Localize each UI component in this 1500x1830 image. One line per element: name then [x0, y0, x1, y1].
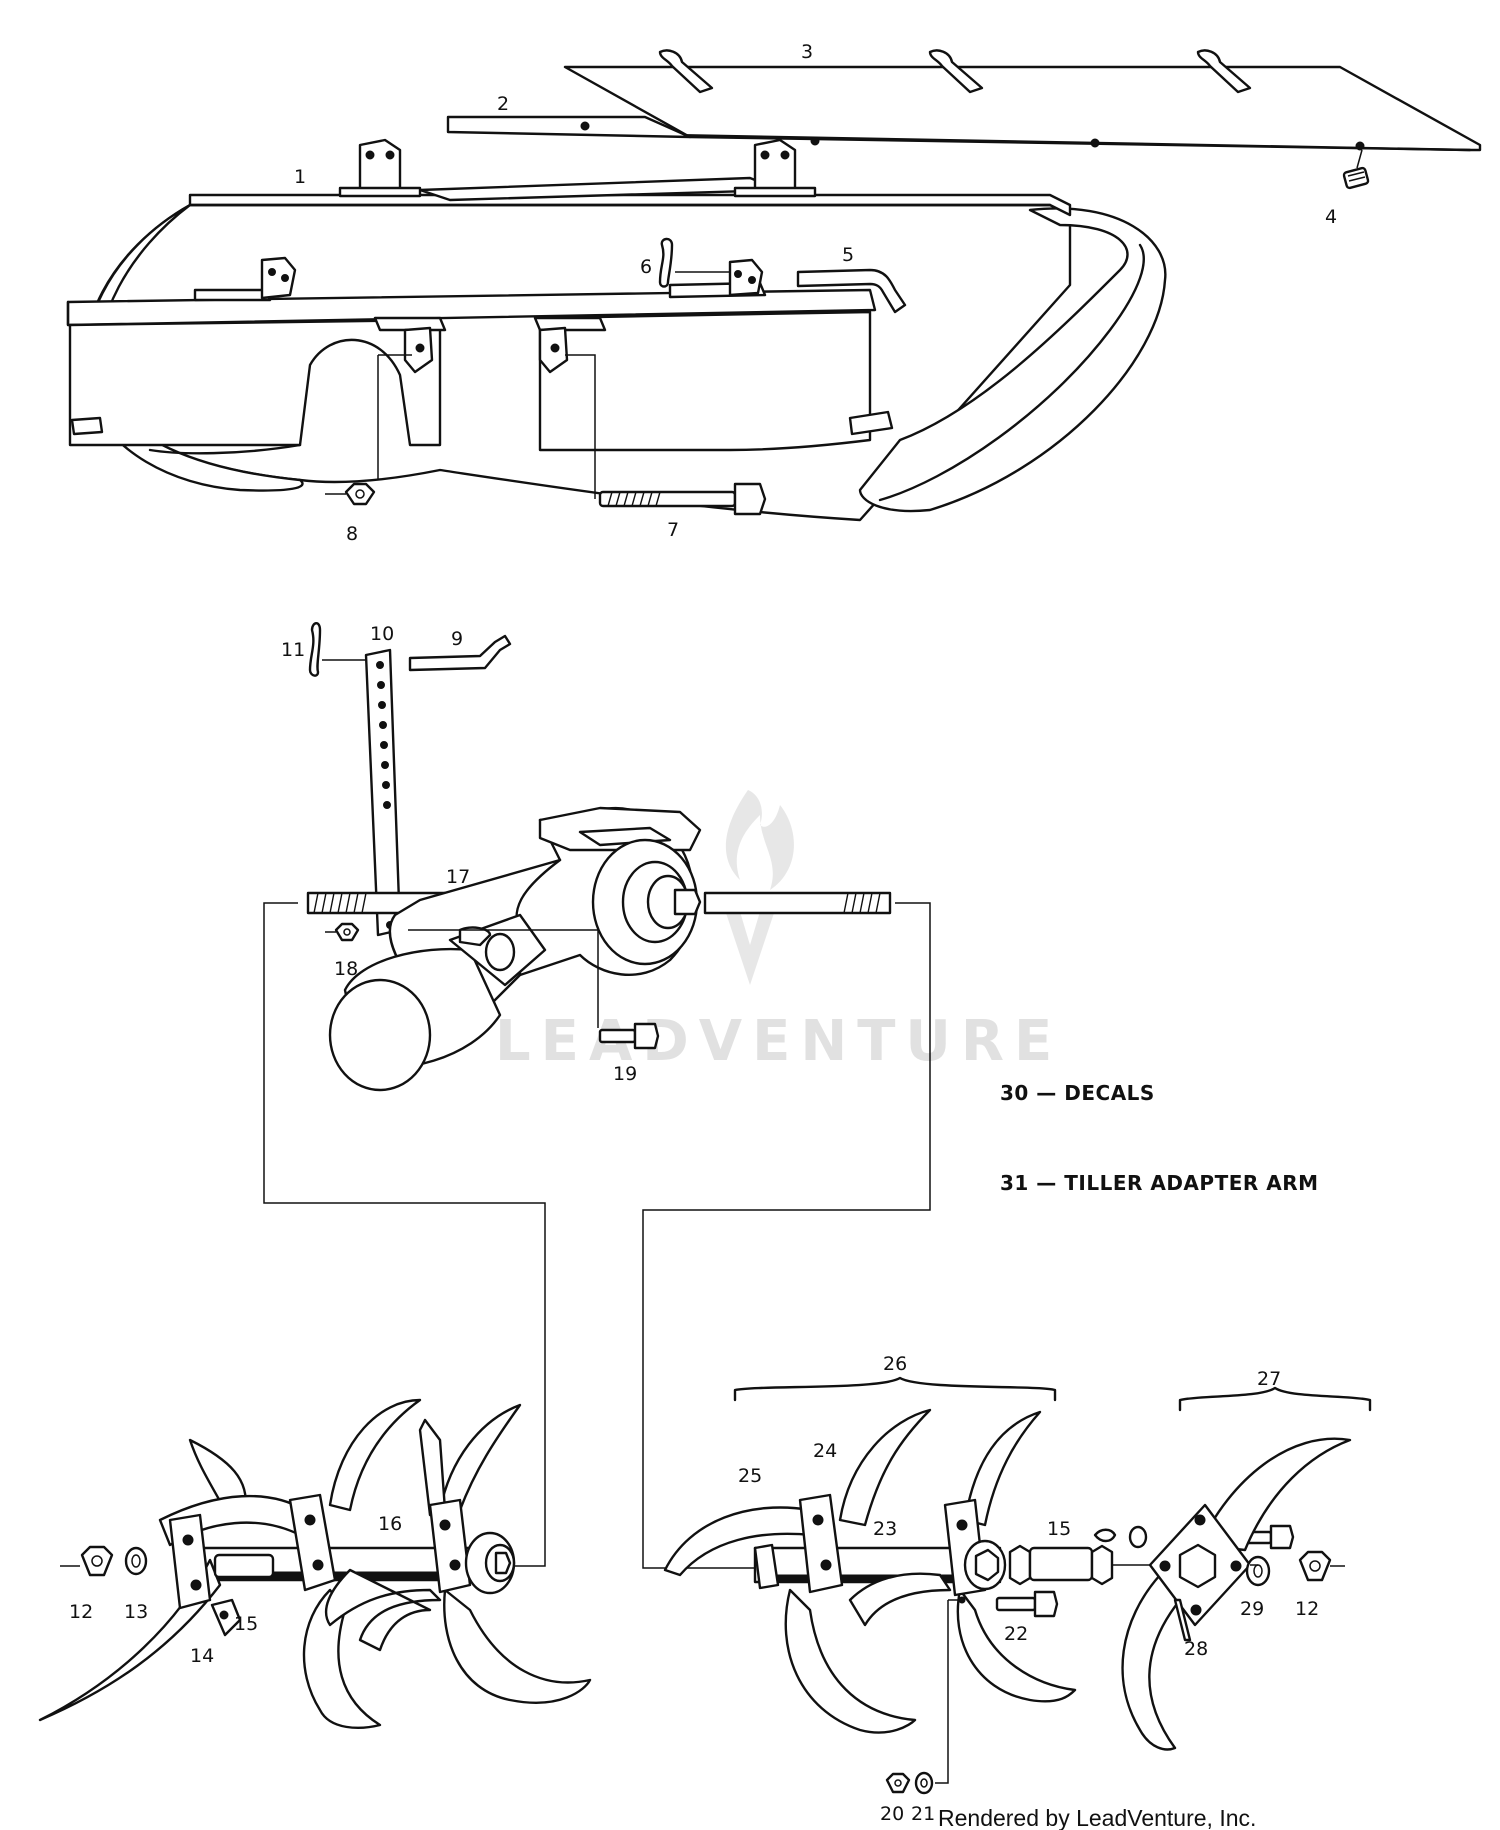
render-credit: Rendered by LeadVenture, Inc. — [938, 1805, 1256, 1830]
bracket-26 — [733, 1376, 1057, 1402]
guide-line-right — [642, 902, 931, 1569]
right-tine-assembly — [663, 1376, 1372, 1795]
watermark-logo-icon — [720, 790, 794, 985]
part-12-nut-left — [80, 1545, 114, 1577]
callout-28: 28 — [1184, 1638, 1208, 1660]
callout-15-left: 15 — [234, 1613, 258, 1635]
guide-line-left — [263, 902, 546, 1567]
callout-25: 25 — [738, 1465, 762, 1487]
part-2-front-flap — [446, 115, 692, 139]
callout-19: 19 — [613, 1063, 637, 1085]
callout-5: 5 — [842, 244, 854, 266]
callout-22: 22 — [1004, 1623, 1028, 1645]
callout-27: 27 — [1257, 1368, 1281, 1390]
callout-23: 23 — [873, 1518, 897, 1540]
part-1-tine-shield — [66, 138, 1167, 522]
callout-3: 3 — [801, 41, 813, 63]
bracket-27 — [1178, 1386, 1372, 1412]
callout-6: 6 — [640, 256, 652, 278]
part-24-tine — [838, 1408, 932, 1527]
callout-10: 10 — [370, 623, 394, 645]
callout-2: 2 — [497, 93, 509, 115]
callout-1: 1 — [294, 166, 306, 188]
callout-18: 18 — [334, 958, 358, 980]
part-14-lock-pin — [210, 1598, 242, 1637]
part-5-pin — [796, 268, 907, 314]
part-12-nut-right — [1298, 1550, 1345, 1582]
part-19-bolt — [408, 929, 660, 1050]
part-20-nut — [885, 1772, 911, 1794]
callout-12-left: 12 — [69, 1601, 93, 1623]
callout-20: 20 — [880, 1803, 904, 1825]
callout-4: 4 — [1325, 206, 1337, 228]
callout-7: 7 — [667, 519, 679, 541]
callout-14: 14 — [190, 1645, 214, 1667]
part-8-nut — [325, 354, 412, 506]
callout-9: 9 — [451, 628, 463, 650]
callout-15-right: 15 — [1047, 1518, 1071, 1540]
part-6-hairpin-clip — [658, 237, 730, 288]
part-27-tine-group — [1093, 1437, 1352, 1751]
watermark-text: LEADVENTURE — [495, 1009, 1062, 1074]
note-decals: 30 — DECALS — [1000, 1081, 1155, 1105]
part-4-screw — [1342, 149, 1370, 190]
callout-16: 16 — [378, 1513, 402, 1535]
part-11-hairpin-clip — [308, 622, 370, 677]
callout-26: 26 — [883, 1353, 907, 1375]
part-21-washer — [914, 1771, 934, 1795]
part-13-washer — [124, 1546, 148, 1576]
part-9-pin — [408, 634, 512, 672]
part-7-bolt — [565, 354, 767, 516]
part-3-top-flap — [563, 49, 1482, 152]
callout-8: 8 — [346, 523, 358, 545]
part-10-adjuster-bar — [364, 648, 402, 937]
part-18-nut — [325, 922, 360, 942]
part-22-bolt — [995, 1590, 1059, 1618]
part-29-washer — [1245, 1555, 1271, 1587]
callout-24: 24 — [813, 1440, 837, 1462]
callout-12-right: 12 — [1295, 1598, 1319, 1620]
gearbox-housing — [328, 806, 702, 1092]
part-15-coupler-right — [1008, 1544, 1114, 1586]
callout-17: 17 — [446, 866, 470, 888]
callout-labels: 1 2 3 4 5 6 7 8 9 10 11 17 18 19 12 13 1… — [69, 41, 1337, 1825]
left-tine-assembly — [38, 1398, 592, 1729]
gear-case-assembly — [263, 622, 931, 1569]
callout-21: 21 — [911, 1803, 935, 1825]
tine-shield-assembly — [66, 49, 1482, 522]
callout-13: 13 — [124, 1601, 148, 1623]
note-tiller-adapter-arm: 31 — TILLER ADAPTER ARM — [1000, 1171, 1319, 1195]
part-15-spacer-left — [213, 1553, 275, 1579]
callout-11: 11 — [281, 639, 305, 661]
callout-29: 29 — [1240, 1598, 1264, 1620]
watermark: LEADVENTURE — [495, 790, 1062, 1074]
